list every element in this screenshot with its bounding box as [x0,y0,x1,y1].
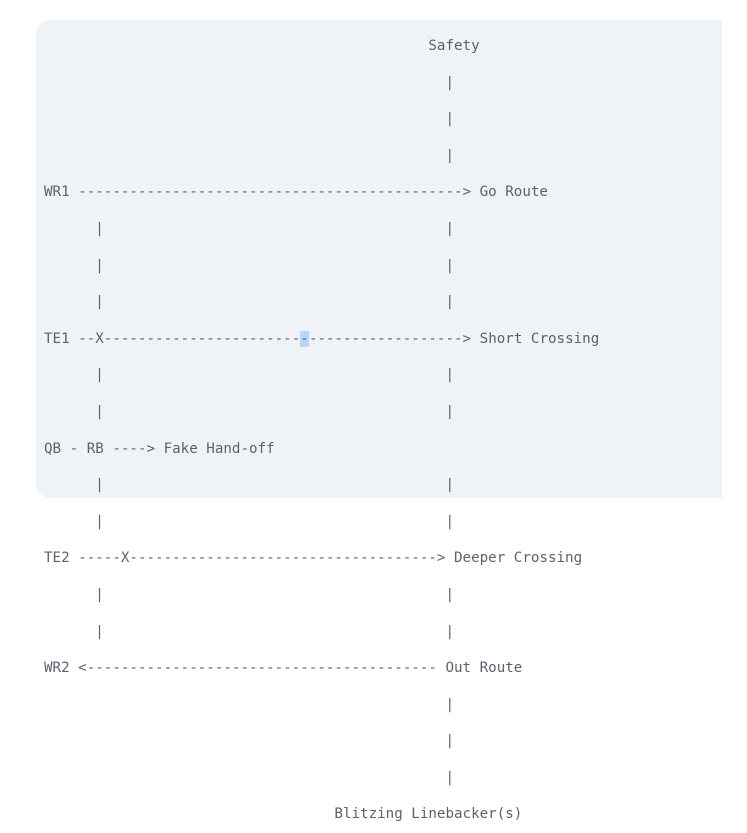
vertical-line-icon: | [445,294,455,311]
safety-pad [44,38,428,54]
stem-gap [104,258,446,274]
vertical-line-icon: | [445,696,455,713]
route-row-wr1[interactable]: WR1 ------------------------------------… [44,174,599,211]
vertical-line-icon: | [445,74,455,91]
stem-pad-left [44,221,95,237]
stem-pad-left [44,294,95,310]
row-gap-8: | | [44,577,599,614]
route-arrow-wr1: ------------------------------ [78,184,335,201]
blitz-pad [44,806,334,822]
stem-pad [44,75,445,91]
vertical-line-icon: | [445,586,455,603]
text-selection-highlight[interactable]: - [300,330,309,347]
route-row-wr2[interactable]: WR2 <-----------------------------------… [44,650,599,687]
stem-gap [104,404,446,420]
vertical-line-icon: | [445,477,455,494]
ascii-play-diagram[interactable]: Safety | | |WR1 ------------------------… [44,28,599,833]
vertical-line-icon: | [95,257,104,274]
stem-pad [44,148,445,164]
vertical-line-icon: | [95,403,104,420]
row-gap-3: | | [44,284,599,321]
player-label-wr1: WR1 [44,184,79,201]
row-gap-1: | | [44,211,599,248]
vertical-line-icon: | [445,111,455,128]
stem-pad-left [44,258,95,274]
row-blitz-stem-3: | [44,760,599,797]
row-gap-4: | | [44,357,599,394]
route-name-deeper-crossing: Deeper Crossing [445,550,583,567]
route-row-te2[interactable]: TE2 -----X------------------------------… [44,540,599,577]
vertical-line-icon: | [445,623,455,640]
player-label-wr2: WR2 [44,660,79,677]
route-row-te1[interactable]: TE1 --X---------------------------------… [44,321,599,358]
row-blitz-stem-1: | [44,687,599,724]
stem-gap [104,477,446,493]
row-safety-stem-1: | [44,65,599,102]
diagram-panel-right-edge [600,20,722,498]
stem-pad-left [44,477,95,493]
route-name-go-route: Go Route [471,184,548,201]
vertical-line-icon: | [95,586,104,603]
stem-pad-left [44,404,95,420]
vertical-line-icon: | [95,294,104,311]
stem-pad [44,770,445,786]
defender-safety-label: Safety [428,38,480,54]
vertical-line-icon: | [95,367,104,384]
row-gap-7: | | [44,504,599,541]
player-label-te2: TE2 [44,550,79,567]
row-safety-stem-2: | [44,101,599,138]
row-blitz: Blitzing Linebacker(s) [44,796,599,833]
route-name-short-crossing: Short Crossing [471,330,600,347]
vertical-line-icon: | [445,147,455,164]
row-blitz-stem-2: | [44,723,599,760]
qb-handoff-line: QB - RB ----> Fake Hand-off [44,440,275,457]
vertical-line-icon: | [445,220,455,237]
stem-pad-left [44,587,95,603]
row-gap-2: | | [44,248,599,285]
route-arrow-wr1-tail: ---------------> [334,184,472,201]
row-safety-stem-3: | [44,138,599,175]
vertical-line-icon: | [445,257,455,274]
row-gap-9: | | [44,614,599,651]
vertical-line-icon: | [445,367,455,384]
row-gap-5: | | [44,394,599,431]
defender-blitzing-linebacker-label: Blitzing Linebacker(s) [334,806,523,823]
vertical-line-icon: | [95,623,104,640]
stem-pad-left [44,367,95,383]
player-label-te1: TE1 [44,330,79,347]
stem-gap [104,221,446,237]
vertical-line-icon: | [445,403,455,420]
vertical-line-icon: | [445,769,455,786]
stem-gap [104,367,446,383]
route-arrow-te1-tail: ------------------> [308,330,472,347]
stem-pad-left [44,624,95,640]
stem-gap [104,294,446,310]
stem-gap [104,624,446,640]
stem-pad [44,733,445,749]
route-row-qb-rb[interactable]: QB - RB ----> Fake Hand-off [44,431,599,468]
vertical-line-icon: | [445,733,455,750]
route-arrow-te1-head: --X----------------------- [78,330,301,347]
route-arrow-wr2: <---------------------------------------… [78,660,437,677]
row-safety: Safety [44,28,599,65]
stem-pad [44,111,445,127]
screenshot-root: Safety | | |WR1 ------------------------… [36,20,722,822]
row-gap-6: | | [44,467,599,504]
vertical-line-icon: | [95,477,104,494]
stem-pad [44,697,445,713]
stem-gap [104,587,446,603]
route-arrow-te2: -----X----------------------------------… [78,550,446,567]
route-name-out-route: Out Route [436,660,523,677]
vertical-line-icon: | [95,220,104,237]
